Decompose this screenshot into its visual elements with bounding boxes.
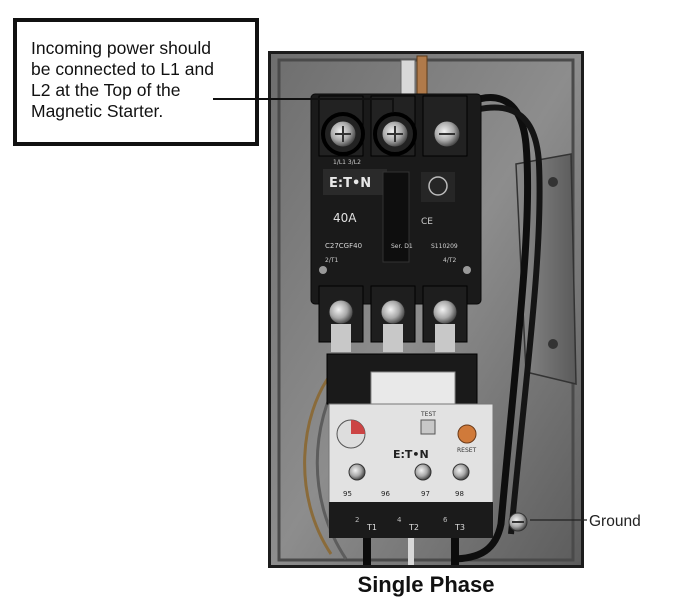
contact-98: 98 <box>455 490 464 498</box>
mount-screw <box>319 266 327 274</box>
bottom-right-terminal-label: 4/T2 <box>443 257 457 264</box>
code-label: S110209 <box>431 243 458 250</box>
callout-line-4: Magnetic Starter. <box>31 101 164 121</box>
reset-button <box>457 424 477 444</box>
circle-highlight-l1 <box>321 112 365 156</box>
circle-highlight-l2 <box>373 112 417 156</box>
output-t3: T3 <box>454 523 465 532</box>
figure-caption: Single Phase <box>357 572 495 597</box>
serial-label: Ser. D1 <box>391 243 413 250</box>
reset-label: RESET <box>457 447 477 454</box>
control-wire <box>303 373 333 555</box>
contact-96: 96 <box>381 490 390 498</box>
aux-screw <box>452 463 470 481</box>
ground-label: Ground <box>589 513 641 530</box>
power-cable <box>454 104 543 535</box>
contact-95: 95 <box>343 490 352 498</box>
instruction-callout: Incoming power should be connected to L1… <box>13 18 259 146</box>
lower-terminal-screw <box>432 299 458 325</box>
amp-dial-segment <box>351 420 365 434</box>
contact-97: 97 <box>421 490 430 498</box>
overload-bottom <box>329 502 493 538</box>
armature-window <box>382 171 410 263</box>
brand-plate <box>323 169 387 195</box>
power-cable <box>443 94 532 563</box>
magnetic-starter-photo: 1/L1 3/L2 E:T•N 40A CE C27CGF40 Ser. D1 … <box>268 51 584 568</box>
output-6: 6 <box>443 516 448 524</box>
aux-screw <box>414 463 432 481</box>
brand-logo: E:T•N <box>329 176 371 191</box>
output-t1: T1 <box>366 523 377 532</box>
output-2: 2 <box>355 516 359 524</box>
callout-line-1: Incoming power should <box>31 38 211 58</box>
mount-screw <box>463 266 471 274</box>
lower-terminal-screw <box>328 299 354 325</box>
bracket-hole <box>548 339 558 349</box>
top-terminal-label: 1/L1 3/L2 <box>333 159 361 166</box>
ce-mark: CE <box>421 217 433 227</box>
model-label: C27CGF40 <box>325 242 362 250</box>
starter-illustration: 1/L1 3/L2 E:T•N 40A CE C27CGF40 Ser. D1 … <box>271 54 581 565</box>
lug <box>383 324 403 352</box>
test-label: TEST <box>420 411 436 418</box>
bracket-hole <box>548 177 558 187</box>
callout-line-2: be connected to L1 and <box>31 59 214 79</box>
lower-terminal-screw <box>380 299 406 325</box>
overload-brand: E:T•N <box>393 448 429 461</box>
lug <box>435 324 455 352</box>
output-4: 4 <box>397 516 402 524</box>
aux-screw <box>348 463 366 481</box>
ul-mark-icon <box>428 176 448 196</box>
callout-line-3: L2 at the Top of the <box>31 80 181 100</box>
test-button <box>420 419 436 435</box>
output-t2: T2 <box>408 523 419 532</box>
lug <box>331 324 351 352</box>
rating-label: 40A <box>333 211 357 225</box>
bottom-left-terminal-label: 2/T1 <box>325 257 339 264</box>
